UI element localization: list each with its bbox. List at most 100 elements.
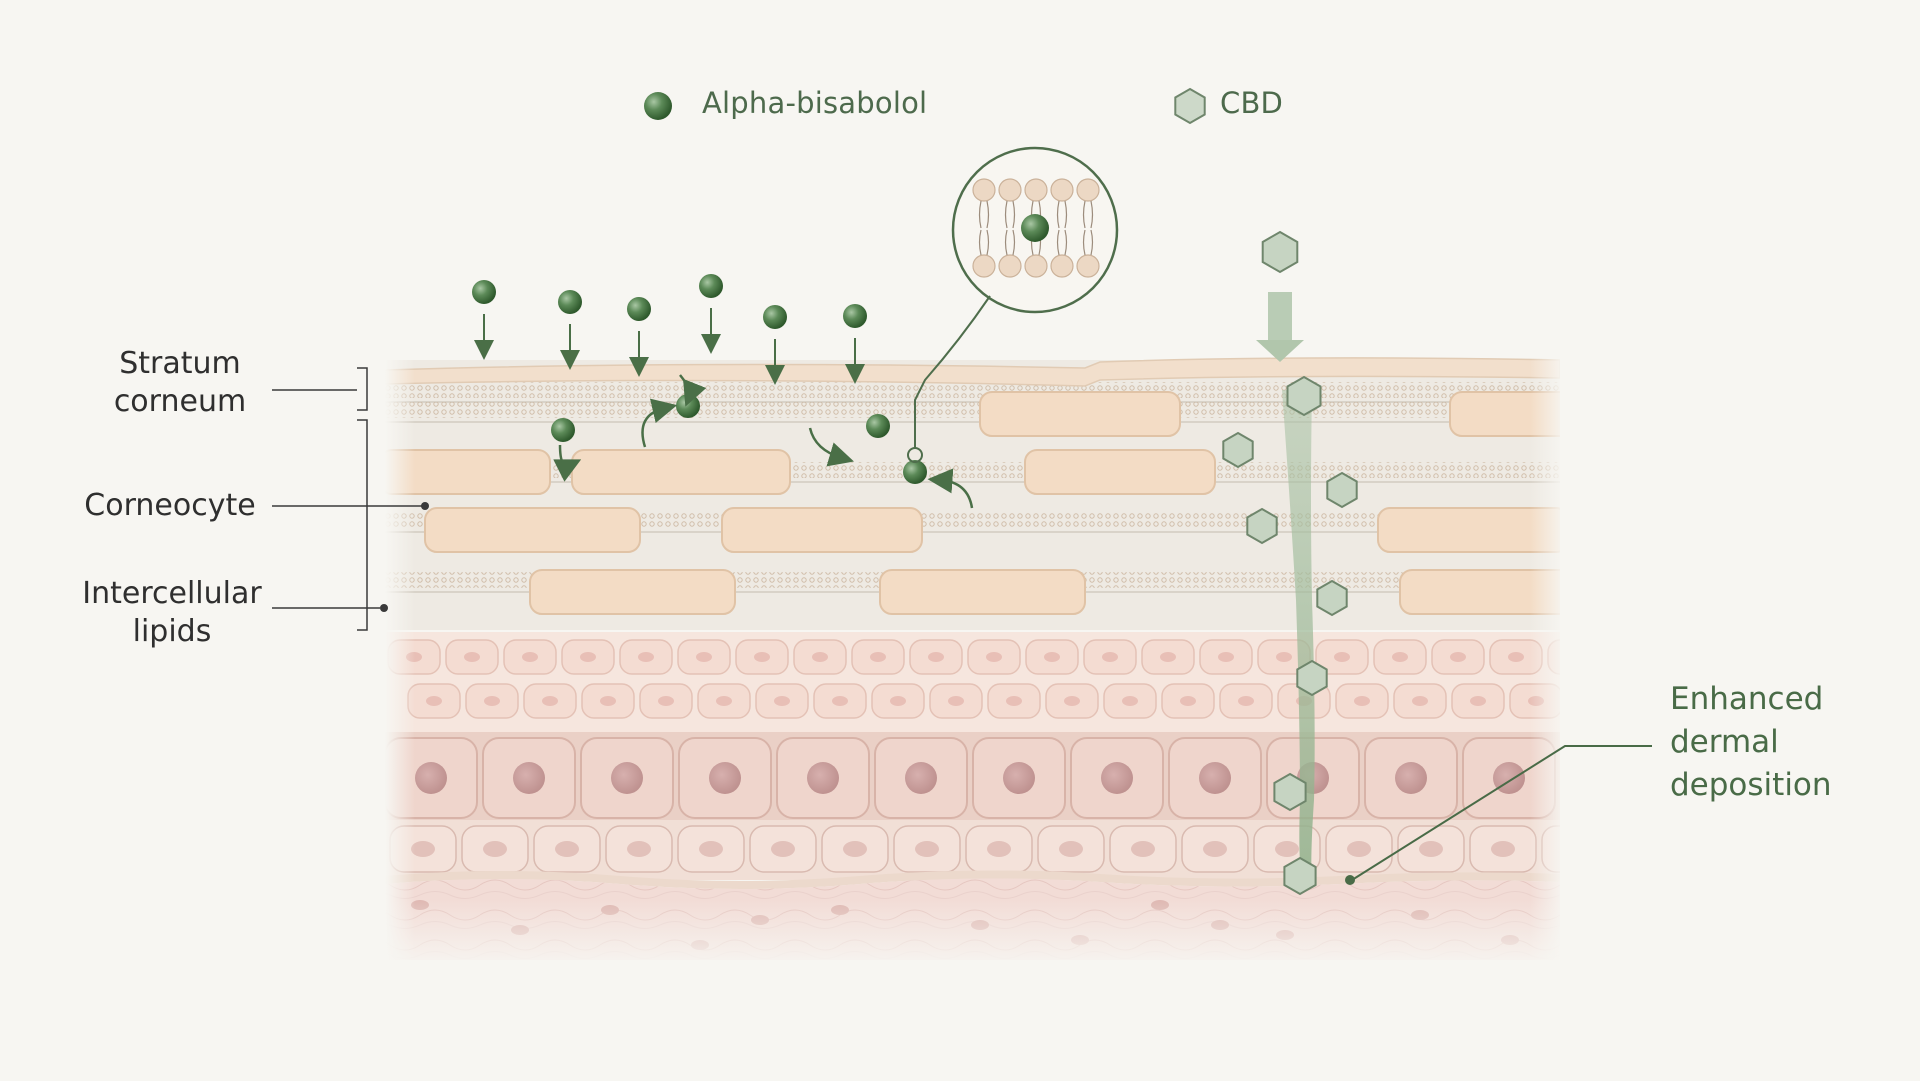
lipid-head-bottom [972, 254, 996, 278]
lipid-head-bottom [1024, 254, 1048, 278]
granular-nucleus [638, 652, 654, 662]
alpha-bisabolol-sphere [903, 460, 927, 484]
corneocyte [979, 391, 1181, 437]
legend-cbd-label: CBD [1220, 86, 1284, 120]
label-corneocyte: Corneocyte [84, 488, 256, 523]
granular-nucleus [522, 652, 538, 662]
curved-arrow [553, 444, 582, 482]
corneocyte-leader-dot [421, 502, 429, 510]
granular-nucleus [1238, 696, 1254, 706]
granular-nucleus [812, 652, 828, 662]
lipid-head-bottom [1076, 254, 1100, 278]
alpha-bisabolol-molecules [472, 274, 974, 509]
basal-nucleus [1491, 841, 1515, 857]
lipid-head-top [972, 178, 996, 202]
cbd-hexagon [1326, 471, 1358, 509]
corneocyte [1024, 449, 1216, 495]
legend-alpha-icon [644, 92, 672, 120]
granular-nucleus [464, 652, 480, 662]
lipid-tail-bottom [1082, 229, 1094, 256]
granular-nucleus [774, 696, 790, 706]
inset-connector-line [914, 295, 991, 448]
granular-nucleus [1122, 696, 1138, 706]
cbd-hexagon [1316, 579, 1348, 617]
corneocyte [1449, 391, 1560, 437]
stratum-bracket [357, 367, 368, 411]
lipid-tail-top [978, 200, 990, 229]
basal-nucleus [1203, 841, 1227, 857]
cbd-hexagon [1283, 856, 1317, 896]
granular-nucleus [1160, 652, 1176, 662]
lipid-head-bottom [1050, 254, 1074, 278]
curved-arrow [679, 374, 707, 407]
granular-nucleus [1102, 652, 1118, 662]
left-fade [385, 355, 415, 960]
enhanced-leader-dot [1345, 875, 1355, 885]
lipid-head-top [1076, 178, 1100, 202]
cbd-penetration-stream [1282, 390, 1315, 880]
spinous-nucleus [611, 762, 643, 794]
lipid-tail-top [1082, 200, 1094, 229]
lipid-head-top [1050, 178, 1074, 202]
granular-nucleus [1064, 696, 1080, 706]
granular-cells [387, 639, 1582, 719]
enhanced-leader [1351, 745, 1652, 881]
spinous-nucleus [905, 762, 937, 794]
granular-nucleus [696, 652, 712, 662]
alpha-bisabolol-sphere [843, 304, 867, 328]
right-fade [1530, 355, 1565, 960]
surface-flakes [385, 357, 1560, 387]
spinous-nucleus [1003, 762, 1035, 794]
cbd-hexagon [1273, 772, 1307, 812]
cbd-arrow-shaft [1268, 292, 1292, 342]
basal-nucleus [1059, 841, 1083, 857]
cbd-arrow-head [1256, 340, 1304, 362]
curved-arrow [641, 398, 678, 448]
label-leaders [272, 367, 1652, 881]
lipids-leader-dot [380, 604, 388, 612]
label-intercellular-lipids: Intercellular lipids [82, 576, 262, 649]
lipid-tail-top [1056, 200, 1068, 229]
granular-nucleus [600, 696, 616, 706]
basal-nucleus [411, 841, 435, 857]
basal-nucleus [1131, 841, 1155, 857]
granular-nucleus [870, 652, 886, 662]
spinous-nucleus [1199, 762, 1231, 794]
corneocyte [721, 507, 923, 553]
corneocyte [571, 449, 791, 495]
granular-nucleus [1354, 696, 1370, 706]
cbd-hexagon [1261, 230, 1299, 274]
alpha-bisabolol-sphere [627, 297, 651, 321]
corneocyte-group [385, 391, 1560, 615]
layers-bracket [357, 419, 368, 631]
corneocyte [1377, 507, 1560, 553]
granular-nucleus [1566, 652, 1582, 662]
corneocyte [385, 449, 551, 495]
lipid-band [385, 462, 1560, 478]
lipid-band [385, 382, 1560, 398]
granular-nucleus [1450, 652, 1466, 662]
corneocyte [879, 569, 1086, 615]
basal-nucleus [1275, 841, 1299, 857]
granular-nucleus [1006, 696, 1022, 706]
cbd-hexagon [1222, 431, 1254, 469]
basal-nucleus [699, 841, 723, 857]
spinous-nucleus [807, 762, 839, 794]
granular-nucleus [986, 652, 1002, 662]
cbd-hexagon [1296, 659, 1328, 697]
inset-lipid-bilayer [972, 178, 1100, 278]
lipid-head-top [998, 178, 1022, 202]
granular-nucleus [928, 652, 944, 662]
alpha-bisabolol-sphere [551, 418, 575, 442]
granular-nucleus [1044, 652, 1060, 662]
lipid-tail-bottom [978, 229, 990, 256]
granular-nucleus [426, 696, 442, 706]
inset-target-ring [907, 447, 923, 463]
granular-nucleus [1412, 696, 1428, 706]
basal-nucleus [987, 841, 1011, 857]
skin-cross-section [385, 357, 1582, 960]
granular-nucleus [1334, 652, 1350, 662]
legend-alpha-label: Alpha-bisabolol [702, 86, 928, 120]
spinous-nucleus [513, 762, 545, 794]
granular-nucleus [1180, 696, 1196, 706]
